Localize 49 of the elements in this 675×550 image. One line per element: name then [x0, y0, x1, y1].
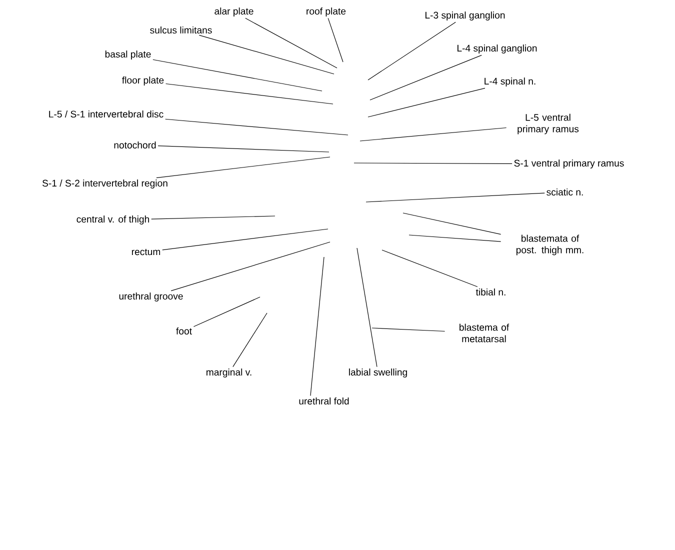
leader-line [368, 22, 456, 80]
label-text: L-3 spinal ganglion [426, 12, 505, 20]
leader-line [170, 242, 330, 292]
label-text: labial swelling [349, 368, 407, 378]
leader-line [382, 250, 478, 288]
leader-line [165, 118, 348, 136]
leader-line [354, 162, 512, 164]
leader-line [356, 248, 378, 368]
label-text: roof plate [306, 8, 346, 16]
label-text: sulcus limitans [150, 26, 212, 34]
label-text: S-1 / S-2 intervertebral region [42, 180, 168, 188]
label-text: urethral groove [119, 292, 183, 302]
leader-line [402, 212, 502, 235]
label-text: urethral fold [299, 397, 349, 405]
label-text: basal plate [105, 50, 151, 60]
leader-line [310, 256, 324, 396]
label-text: floor plate [122, 76, 164, 86]
leader-line [152, 59, 322, 92]
label-text: central v. of thigh [76, 216, 149, 224]
leader-line [232, 312, 268, 368]
leader-line [151, 216, 276, 220]
leader-line [165, 83, 334, 104]
leader-line [408, 234, 502, 242]
label-text: alar plate [214, 8, 254, 16]
label-text: rectum [132, 248, 160, 256]
label-text: L-4 spinal n. [484, 78, 536, 86]
label-text: notochord [114, 141, 156, 149]
leader-line [368, 88, 486, 118]
leader-line [366, 192, 545, 202]
label-text: marginal v. [206, 368, 252, 378]
label-text: blastemata of post. thigh mm. [516, 234, 584, 256]
leader-line [162, 228, 328, 250]
label-text: tibial n. [476, 288, 506, 296]
leader-line [328, 18, 344, 62]
label-text: L-4 spinal ganglion [458, 44, 537, 54]
leader-line [245, 18, 338, 68]
leader-line [360, 127, 507, 142]
leader-line [156, 156, 330, 178]
label-text: L-5 ventral primary ramus [518, 114, 579, 134]
leader-line [198, 34, 334, 74]
label-text: foot [176, 327, 192, 335]
label-text: sciatic n. [546, 188, 583, 196]
leader-line [370, 54, 482, 100]
label-text: blastema of metatarsal [460, 324, 510, 342]
leader-line [193, 296, 260, 327]
leader-line [372, 328, 446, 332]
label-text: S-1 ventral primary ramus [514, 160, 624, 168]
leader-line [158, 146, 330, 152]
label-text: L-5 / S-1 intervertebral disc [49, 110, 164, 118]
